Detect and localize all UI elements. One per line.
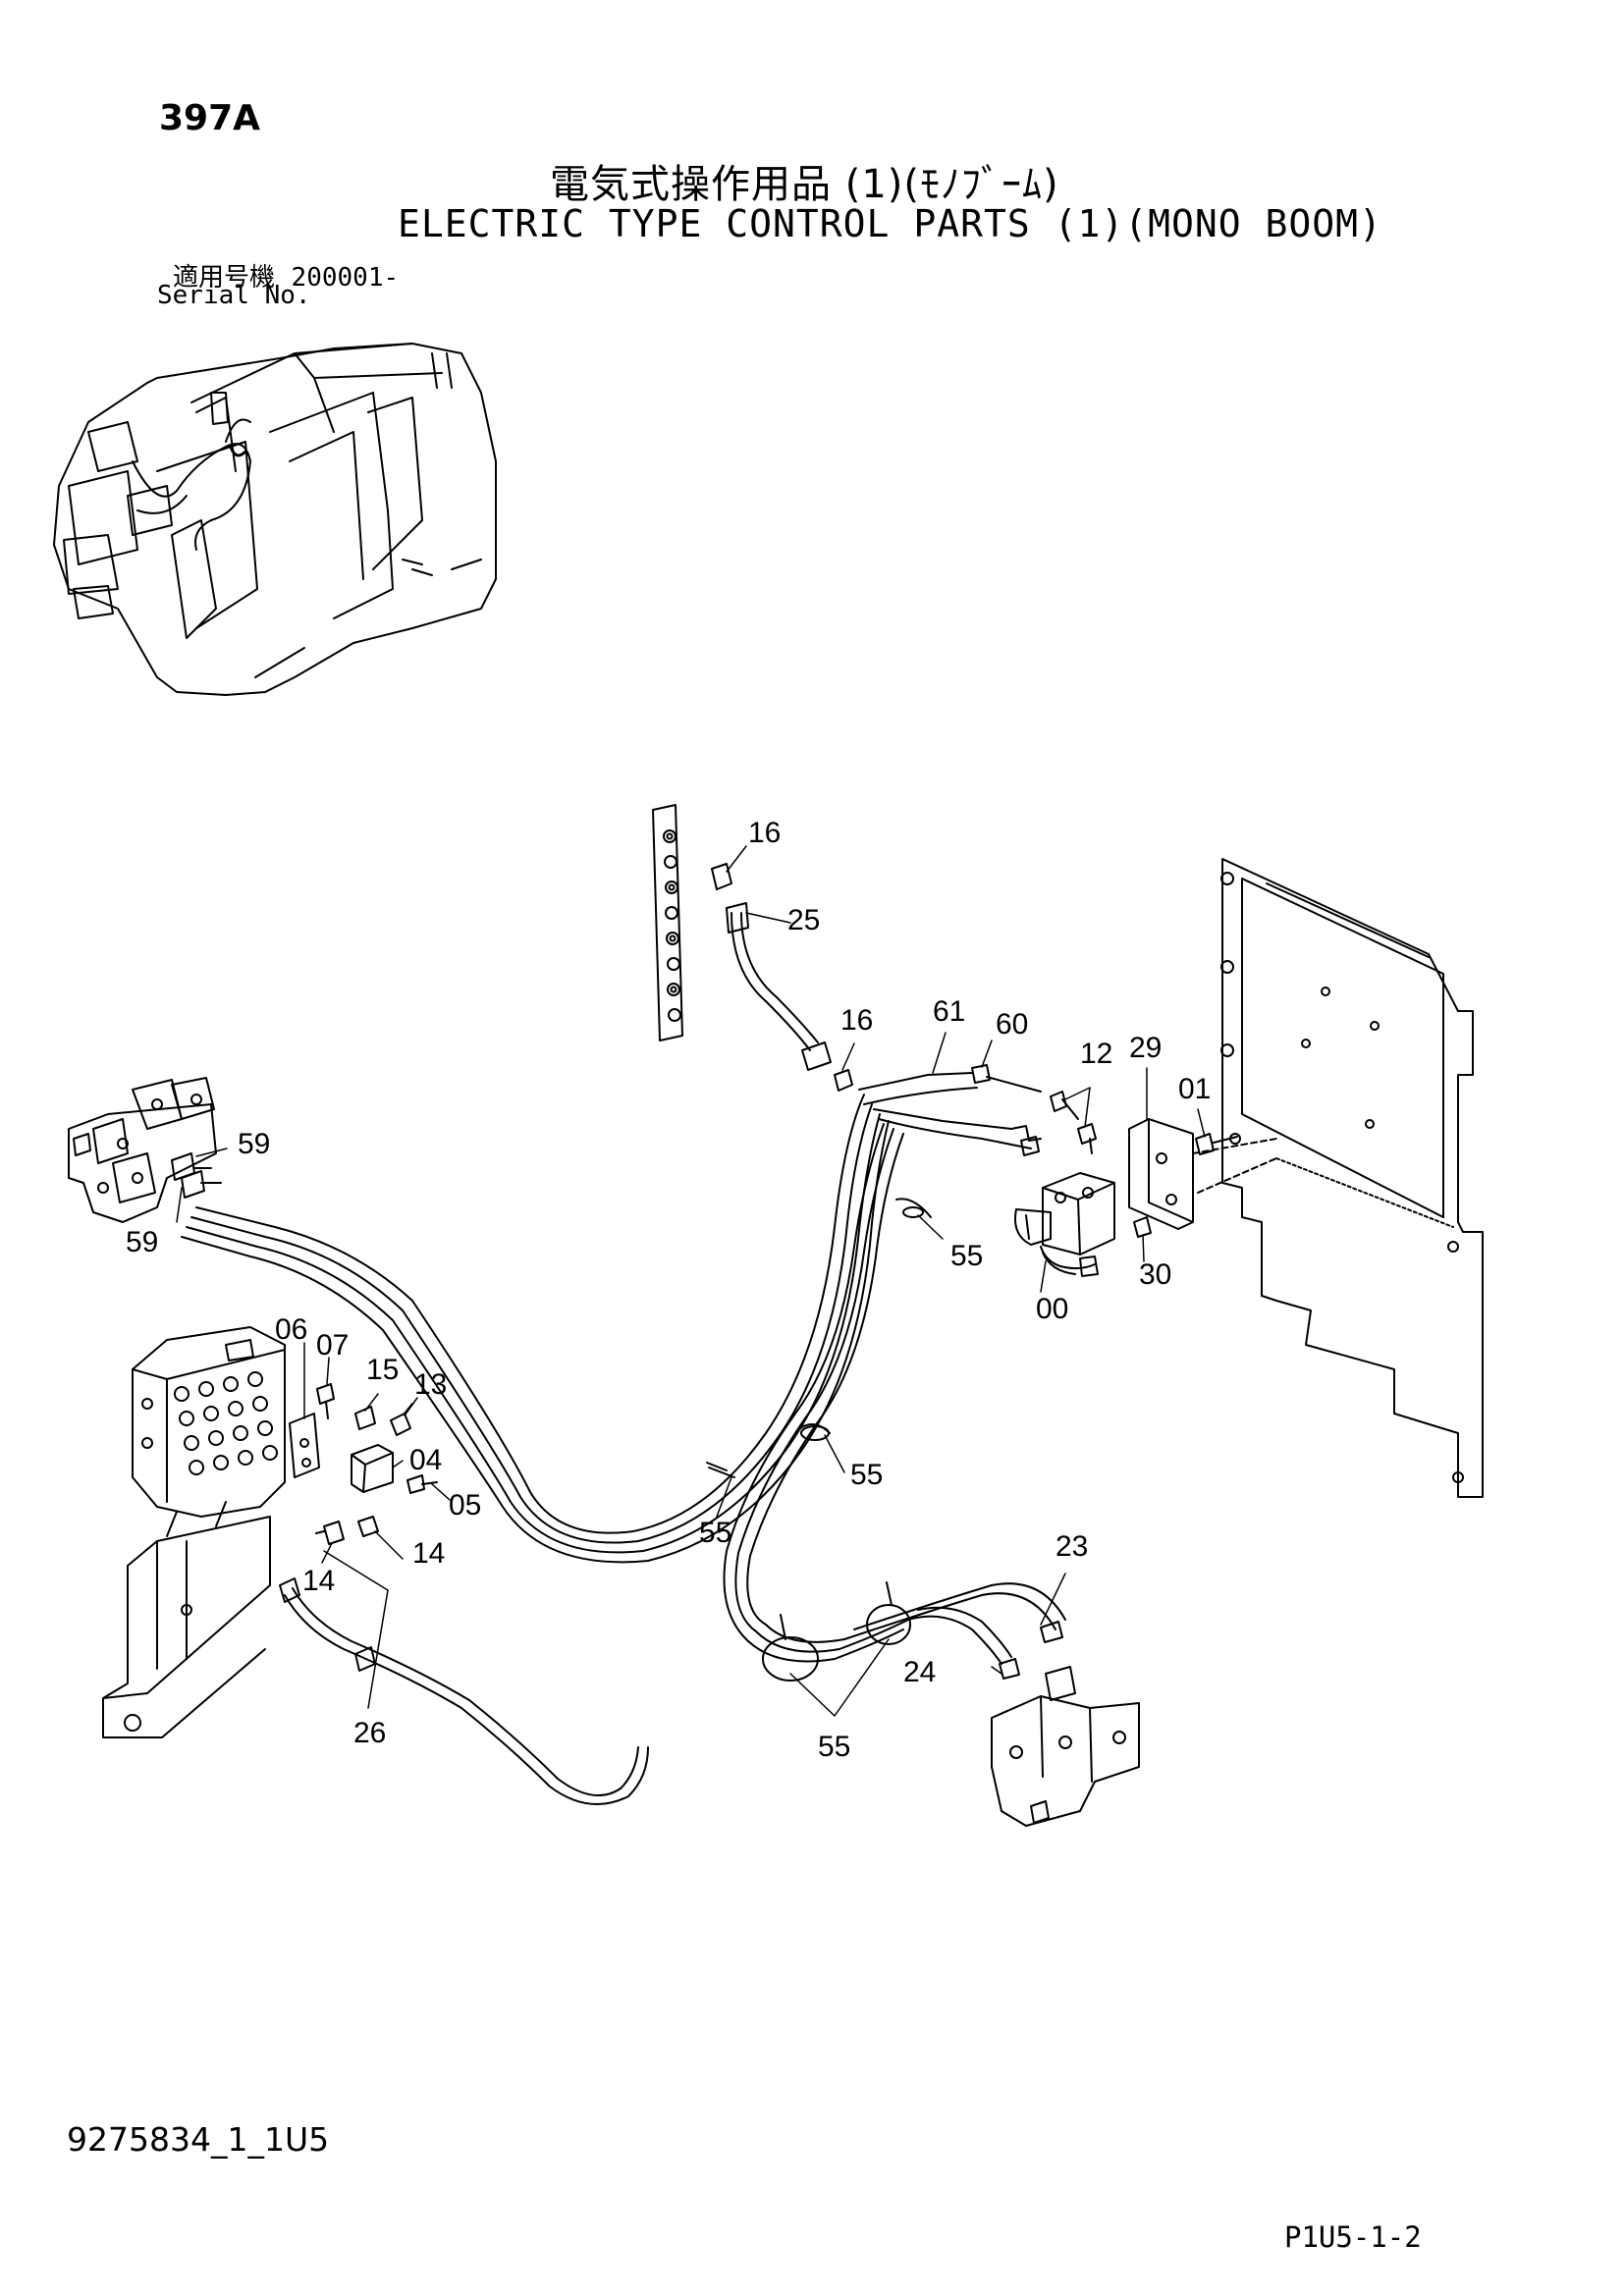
callout-labels: 16 25 16 61 60 12 29 01 59 59 55 30 00 0…	[126, 817, 1211, 1763]
callout-26: 26	[353, 1717, 386, 1749]
callout-29: 29	[1129, 1032, 1162, 1064]
bolt-30	[1133, 1216, 1152, 1238]
bolt-05	[406, 1474, 438, 1494]
callout-12: 12	[1080, 1038, 1112, 1070]
hose-26	[279, 1577, 649, 1805]
solenoid-valve-00	[1014, 1172, 1115, 1277]
callout-06: 06	[275, 1313, 307, 1346]
callout-55-right: 55	[950, 1240, 983, 1272]
excavator-cab-illustration	[53, 343, 497, 696]
title-english: ELECTRIC TYPE CONTROL PARTS (1)(MONO BOO…	[398, 202, 1382, 245]
callout-23: 23	[1056, 1530, 1088, 1563]
fittings-14	[315, 1516, 379, 1545]
callout-16-lower: 16	[840, 1004, 873, 1037]
block-04	[351, 1444, 394, 1493]
callout-05: 05	[449, 1489, 481, 1522]
callout-14-right: 14	[412, 1537, 445, 1570]
control-valve-lower	[991, 1666, 1140, 1827]
serial-label-en: Serial No.	[157, 281, 311, 310]
callout-16-upper: 16	[748, 817, 781, 849]
bracket-29	[1128, 1118, 1277, 1230]
callout-55-bottom: 55	[818, 1731, 850, 1763]
cab-panel	[1220, 858, 1484, 1498]
serial-row: 適用号機 200001-	[173, 257, 399, 294]
callout-14-left: 14	[302, 1565, 335, 1597]
callout-59-upper: 59	[238, 1128, 270, 1160]
callout-15: 15	[366, 1354, 399, 1386]
callout-30: 30	[1139, 1258, 1171, 1291]
callout-04: 04	[409, 1444, 442, 1476]
callout-24: 24	[903, 1656, 936, 1688]
pilot-valve-stand	[102, 1501, 271, 1738]
callout-25: 25	[787, 904, 820, 936]
document-id: 9275834_1_1U5	[67, 2120, 330, 2159]
callout-01: 01	[1178, 1073, 1211, 1105]
callout-55-left: 55	[699, 1517, 731, 1549]
serial-value: 200001-	[291, 263, 400, 293]
title-japanese: 電気式操作用品 (1)(ﾓﾉﾌﾞｰﾑ)	[550, 162, 1059, 207]
callout-60: 60	[996, 1008, 1028, 1041]
bracket-06	[289, 1413, 320, 1478]
serial-label-jp: 適用号機	[173, 263, 276, 293]
solenoid-valve-block	[68, 1077, 222, 1223]
hose-25	[711, 863, 853, 1092]
callout-55-center: 55	[850, 1459, 883, 1491]
hose-bundle-60-61	[181, 1064, 1066, 1680]
callout-13: 13	[414, 1368, 447, 1401]
callout-59-lower: 59	[126, 1226, 158, 1258]
bolt-07	[316, 1383, 335, 1419]
fitting-12	[1050, 1091, 1097, 1154]
callout-00: 00	[1036, 1293, 1068, 1325]
page-code: 397A	[159, 98, 261, 138]
callout-07: 07	[316, 1329, 349, 1362]
pilot-valve-body	[132, 1326, 286, 1518]
leader-lines	[176, 845, 1206, 1717]
clamps-55	[706, 1198, 932, 1682]
terminal-strip	[652, 804, 683, 1041]
callout-61: 61	[933, 995, 965, 1028]
page-reference: P1U5-1-2	[1284, 2220, 1422, 2254]
